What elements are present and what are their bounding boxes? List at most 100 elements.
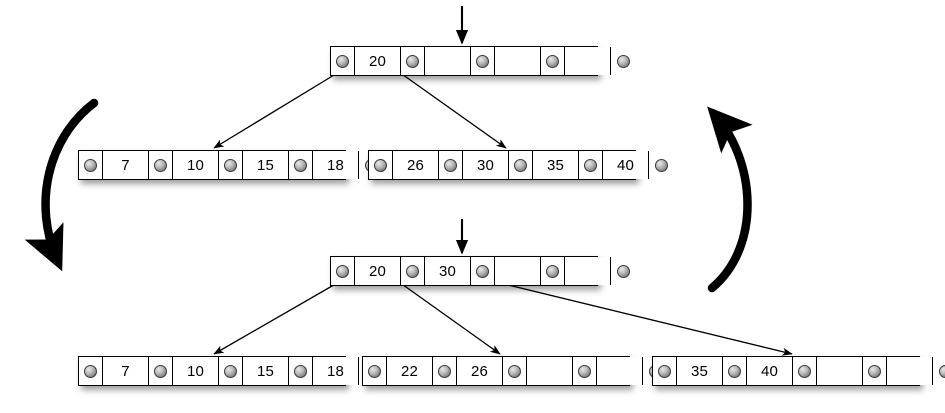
pointer-dot-icon bbox=[584, 158, 597, 172]
pointer-dot-icon bbox=[798, 364, 811, 378]
pointer-dot-icon bbox=[336, 264, 349, 278]
pointer-cell bbox=[611, 47, 635, 75]
key-cell: 26 bbox=[393, 151, 439, 179]
key-cell bbox=[887, 357, 933, 385]
key-cell bbox=[425, 47, 471, 75]
key-cell bbox=[495, 257, 541, 285]
key-cell: 7 bbox=[103, 151, 149, 179]
key-cell: 10 bbox=[173, 151, 219, 179]
key-cell: 15 bbox=[243, 357, 289, 385]
pointer-cell bbox=[503, 357, 527, 385]
pointer-cell bbox=[149, 151, 173, 179]
pointer-dot-icon bbox=[84, 158, 97, 172]
pointer-cell bbox=[573, 357, 597, 385]
pointer-cell bbox=[79, 151, 103, 179]
pointer-cell bbox=[933, 357, 945, 385]
edge-after-root-to-right bbox=[466, 274, 793, 356]
pointer-dot-icon bbox=[294, 158, 307, 172]
key-cell: 40 bbox=[747, 357, 793, 385]
pointer-cell bbox=[541, 47, 565, 75]
edge-before-root-to-left bbox=[213, 71, 340, 149]
pointer-dot-icon bbox=[578, 364, 591, 378]
pointer-dot-icon bbox=[476, 54, 489, 68]
key-cell: 35 bbox=[677, 357, 723, 385]
pointer-dot-icon bbox=[406, 264, 419, 278]
pointer-cell bbox=[509, 151, 533, 179]
pointer-dot-icon bbox=[546, 54, 559, 68]
pointer-dot-icon bbox=[294, 364, 307, 378]
key-cell: 30 bbox=[463, 151, 509, 179]
key-cell: 40 bbox=[603, 151, 649, 179]
leaf-before-right: 26 30 35 40 bbox=[368, 150, 673, 180]
root-before: 20 bbox=[330, 46, 635, 76]
pointer-cell bbox=[611, 257, 635, 285]
key-cell: 15 bbox=[243, 151, 289, 179]
pointer-dot-icon bbox=[224, 158, 237, 172]
root-after: 20 30 bbox=[330, 256, 635, 286]
leaf-before-left: 7 10 15 18 bbox=[78, 150, 383, 180]
pointer-dot-icon bbox=[374, 158, 387, 172]
key-cell: 30 bbox=[425, 257, 471, 285]
pointer-cell bbox=[331, 257, 355, 285]
key-cell: 7 bbox=[103, 357, 149, 385]
pointer-cell bbox=[653, 357, 677, 385]
pointer-dot-icon bbox=[476, 264, 489, 278]
pointer-dot-icon bbox=[546, 264, 559, 278]
pointer-dot-icon bbox=[938, 364, 945, 378]
pointer-cell bbox=[649, 151, 673, 179]
pointer-cell bbox=[723, 357, 747, 385]
pointer-dot-icon bbox=[616, 54, 630, 68]
key-cell bbox=[565, 47, 611, 75]
key-cell: 18 bbox=[313, 151, 359, 179]
pointer-cell bbox=[331, 47, 355, 75]
pointer-dot-icon bbox=[336, 54, 349, 68]
key-cell: 22 bbox=[387, 357, 433, 385]
pointer-cell bbox=[579, 151, 603, 179]
rotate-arrow-left bbox=[24, 98, 99, 272]
pointer-cell bbox=[863, 357, 887, 385]
pointer-cell bbox=[149, 357, 173, 385]
edge-after-root-to-middle bbox=[398, 281, 501, 355]
pointer-dot-icon bbox=[654, 158, 668, 172]
key-cell bbox=[565, 257, 611, 285]
pointer-dot-icon bbox=[154, 364, 167, 378]
pointer-cell bbox=[793, 357, 817, 385]
pointer-cell bbox=[401, 257, 425, 285]
pointer-dot-icon bbox=[616, 264, 630, 278]
key-cell: 35 bbox=[533, 151, 579, 179]
pointer-dot-icon bbox=[154, 158, 167, 172]
pointer-cell bbox=[289, 151, 313, 179]
pointer-cell bbox=[289, 357, 313, 385]
key-cell bbox=[527, 357, 573, 385]
pointer-dot-icon bbox=[514, 158, 527, 172]
pointer-dot-icon bbox=[368, 364, 381, 378]
pointer-cell bbox=[401, 47, 425, 75]
pointer-dot-icon bbox=[728, 364, 741, 378]
pointer-dot-icon bbox=[658, 364, 671, 378]
pointer-cell bbox=[471, 257, 495, 285]
pointer-cell bbox=[433, 357, 457, 385]
pointer-cell bbox=[439, 151, 463, 179]
edge-before-root-to-right bbox=[398, 71, 507, 149]
leaf-after-middle: 22 26 bbox=[362, 356, 667, 386]
key-cell: 18 bbox=[313, 357, 359, 385]
key-cell bbox=[817, 357, 863, 385]
key-cell: 20 bbox=[355, 47, 401, 75]
pointer-cell bbox=[79, 357, 103, 385]
key-cell: 20 bbox=[355, 257, 401, 285]
key-cell bbox=[495, 47, 541, 75]
pointer-cell bbox=[363, 357, 387, 385]
pointer-cell bbox=[471, 47, 495, 75]
key-cell bbox=[597, 357, 643, 385]
pointer-dot-icon bbox=[224, 364, 237, 378]
rotate-arrow-right bbox=[707, 106, 753, 293]
pointer-cell bbox=[219, 357, 243, 385]
pointer-cell bbox=[369, 151, 393, 179]
pointer-dot-icon bbox=[508, 364, 521, 378]
leaf-after-right: 35 40 bbox=[652, 356, 945, 386]
edge-after-root-to-left bbox=[213, 281, 340, 355]
leaf-after-left: 7 10 15 18 bbox=[78, 356, 383, 386]
key-cell: 10 bbox=[173, 357, 219, 385]
pointer-cell bbox=[541, 257, 565, 285]
